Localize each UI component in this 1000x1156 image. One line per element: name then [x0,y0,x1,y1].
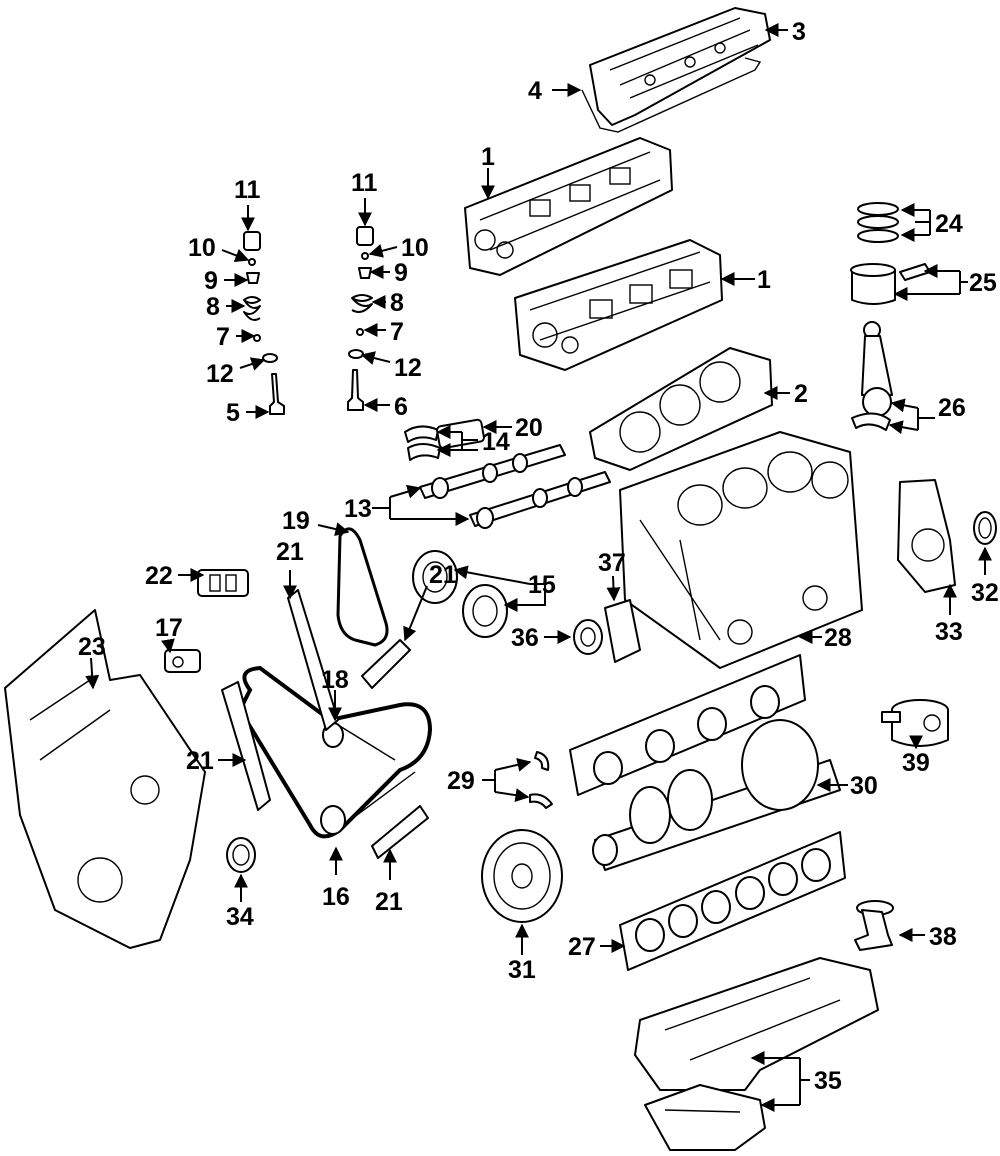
callout-1-lower-head: 1 [757,266,771,294]
cylinder-head-lower [514,239,723,371]
callout-11-right: 11 [351,169,378,197]
callout-10-right: 10 [401,234,429,262]
callout-10-left: 10 [188,234,216,262]
callout-28: 28 [824,624,852,652]
callout-34: 34 [226,903,254,931]
callout-8-right: 8 [390,289,404,317]
callout-18: 18 [321,666,349,694]
callout-11-left: 11 [234,176,261,204]
timing-chain [237,665,433,839]
seal-36 [573,619,603,655]
callout-26: 26 [938,394,966,422]
callout-1-upper-head: 1 [481,143,495,171]
bracket-37 [604,599,641,663]
rear-cover [897,479,956,593]
callout-21-top: 21 [276,538,304,566]
piston [850,263,931,305]
crankshaft [592,719,841,871]
callout-21-bottom: 21 [375,888,403,916]
crank-pulley [481,829,563,923]
valve-cover-gasket [581,57,762,133]
callout-2: 2 [794,380,808,408]
valve-train-left [243,231,285,415]
callout-17: 17 [155,614,183,642]
valve-train-right [347,226,374,411]
callout-39: 39 [902,749,930,777]
timing-cover [4,609,206,949]
timing-belt [336,527,389,647]
engine-block [619,431,863,669]
callout-4: 4 [528,77,542,105]
callout-12-right: 12 [394,354,422,382]
callout-15: 15 [528,571,556,599]
oil-pan-lower [644,1084,766,1151]
callout-21-mid: 21 [429,561,457,589]
callout-20: 20 [515,414,543,442]
cylinder-head-upper [464,137,673,276]
chain-guide-mid [361,639,411,689]
callout-29: 29 [447,767,475,795]
callout-13: 13 [344,495,372,523]
callout-25: 25 [969,269,997,297]
crank-sprocket [320,722,346,835]
callout-5: 5 [226,399,240,427]
callout-7-left: 7 [216,323,230,351]
callout-7-right: 7 [390,318,404,346]
callout-30: 30 [850,772,878,800]
callout-37: 37 [598,549,626,577]
callout-22: 22 [145,562,173,590]
callout-36: 36 [511,624,539,652]
callout-27: 27 [568,933,596,961]
oil-pickup [854,900,894,951]
callout-21-left: 21 [186,747,214,775]
callout-31: 31 [508,956,536,984]
valve-cover [589,7,771,126]
callout-12-left: 12 [206,360,234,388]
main-bearings-lower [619,831,846,971]
chain-tensioner-22 [197,569,249,597]
leader-lines [85,23,992,1112]
chain-guide-left [221,681,271,811]
chain-guide-lower [371,805,429,859]
callout-23: 23 [78,633,106,661]
callout-19: 19 [282,507,310,535]
connecting-rod [851,321,893,431]
camshaft-caps [404,425,441,461]
callout-3: 3 [792,18,806,46]
chain-tensioner-17 [164,649,201,673]
front-crank-seal [226,837,256,873]
callout-24: 24 [935,210,963,238]
camshafts [419,444,611,529]
callout-16: 16 [322,883,350,911]
oil-filter-adapter [881,699,949,747]
callout-9-left: 9 [204,267,218,295]
main-bearings-upper [569,654,806,796]
head-gasket [589,347,773,471]
callout-6: 6 [394,393,408,421]
callout-labels: 1 1 2 3 4 5 6 7 7 8 8 9 9 10 10 11 11 12… [78,18,999,1095]
callout-14: 14 [482,428,510,456]
callout-38: 38 [929,923,957,951]
callout-32: 32 [971,579,999,607]
callout-35: 35 [814,1067,842,1095]
thrust-washers [529,751,553,809]
callout-8-left: 8 [206,293,220,321]
oil-pan-upper [634,957,879,1091]
cam-gears [412,550,508,638]
rear-main-seal [973,511,997,545]
piston-rings [857,202,899,243]
chain-tensioner-20 [436,418,485,450]
callout-9-right: 9 [394,259,408,287]
callout-33: 33 [935,618,963,646]
